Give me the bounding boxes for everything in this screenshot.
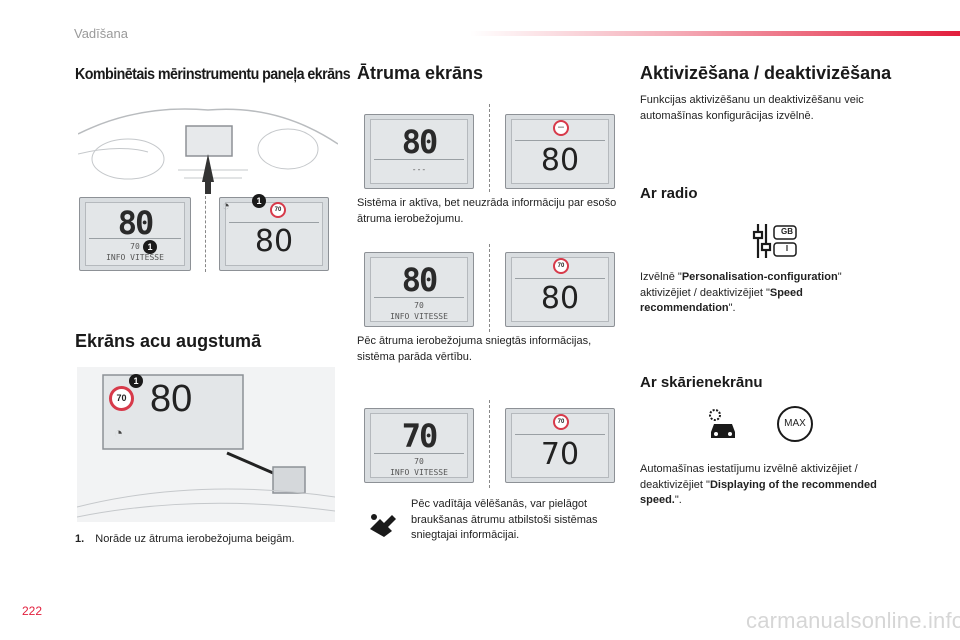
page-number: 222 bbox=[22, 604, 43, 618]
speed-display-3-right: 70 70 bbox=[505, 408, 615, 483]
radio-text-pre: Izvēlnē " bbox=[640, 271, 682, 283]
speed-text-3: Pēc vadītāja vēlēšanās, var pielāgot bra… bbox=[411, 498, 598, 541]
speed-text-1: Sistēma ir aktīva, bet neuzrāda informāc… bbox=[357, 197, 617, 225]
display-info-text: INFO VITESSE bbox=[390, 468, 448, 477]
car-settings-icon bbox=[705, 406, 741, 442]
combi-heading: Kombinētais mērinstrumentu paneļa ekrāns bbox=[75, 66, 351, 83]
activation-text: Funkcijas aktivizēšanu un deaktivizēšanu… bbox=[640, 94, 864, 122]
speed-display-2-right: 70 80 bbox=[505, 252, 615, 327]
display-speed: 70 bbox=[401, 417, 439, 455]
activation-heading: Aktivizēšana / deaktivizēšana bbox=[640, 63, 892, 83]
touch-heading: Ar skārienekrānu bbox=[640, 374, 763, 391]
dashboard-illustration bbox=[77, 104, 339, 194]
speed-limit-sign: 70 bbox=[553, 258, 569, 274]
note-number: 1. bbox=[75, 533, 85, 545]
cluster-display-right: 70 80 bbox=[219, 197, 329, 271]
speed-display-3-left: 70 70 INFO VITESSE bbox=[364, 408, 474, 483]
hud-heading: Ekrāns acu augstumā bbox=[75, 331, 262, 351]
speed-limit-sign: --- bbox=[553, 120, 569, 136]
radio-text: Izvēlnē "Personalisation-configuration" … bbox=[640, 270, 890, 317]
display-info-text: INFO VITESSE bbox=[390, 312, 448, 321]
radio-text-mid: " aktivizējiet / deaktivizējiet " bbox=[640, 271, 842, 299]
touch-text: Automašīnas iestatījumu izvēlnē aktivizē… bbox=[640, 462, 900, 509]
hud-speed-limit-sign: 70 bbox=[109, 386, 134, 411]
hud-note: 1. Norāde uz ātruma ierobežojuma beigām. bbox=[75, 533, 295, 545]
callout-1: 1 bbox=[129, 374, 143, 388]
display-speed: 80 bbox=[401, 261, 439, 299]
settings-sliders-icon bbox=[752, 222, 798, 260]
speed-recommendation-icon: ◔ bbox=[114, 425, 124, 442]
display-speed: 80 bbox=[254, 224, 294, 259]
display-info-text: INFO VITESSE bbox=[106, 253, 164, 262]
radio-heading: Ar radio bbox=[640, 185, 698, 202]
touch-text-pre: Automašīnas iestatījumu izvēlnē aktivizē… bbox=[640, 463, 858, 491]
speed-limit-sign: 70 bbox=[553, 414, 569, 430]
display-limit-small: --- bbox=[411, 165, 427, 174]
touch-option-name: Displaying of the recommended speed. bbox=[640, 478, 877, 507]
speed-limit-sign: 70 bbox=[270, 202, 286, 218]
radio-option-name: Speed recommendation bbox=[640, 286, 803, 315]
callout-1: 1 bbox=[252, 194, 266, 208]
hud-speed: 80 bbox=[150, 378, 193, 420]
hand-adjust-icon bbox=[366, 507, 400, 541]
display-speed: 70 bbox=[540, 437, 580, 472]
watermark: carmanualsonline.info bbox=[746, 608, 960, 633]
i-label: I bbox=[785, 244, 789, 253]
speed-text-2: Pēc ātruma ierobežojuma sniegtās informā… bbox=[357, 335, 592, 363]
display-limit-small: 70 bbox=[414, 301, 424, 310]
header-accent-bar bbox=[470, 31, 960, 36]
callout-1: 1 bbox=[143, 240, 157, 254]
radio-menu-name: Personalisation-configuration bbox=[681, 271, 838, 283]
gb-label: GB bbox=[781, 227, 793, 236]
touch-text-post: ". bbox=[674, 494, 682, 506]
display-speed: 80 bbox=[540, 281, 580, 316]
running-header: Vadīšana bbox=[74, 26, 128, 41]
max-speed-icon: MAX bbox=[777, 406, 813, 442]
speed-display-1-left: 80 --- bbox=[364, 114, 474, 189]
display-limit-small: 70 bbox=[130, 242, 140, 251]
display-speed: 80 bbox=[540, 143, 580, 178]
speed-heading: Ātruma ekrāns bbox=[357, 63, 484, 83]
speed-display-2-left: 80 70 INFO VITESSE bbox=[364, 252, 474, 327]
speed-display-1-right: --- 80 bbox=[505, 114, 615, 189]
cluster-display-left: 80 70 INFO VITESSE bbox=[79, 197, 191, 271]
radio-text-post: ". bbox=[728, 302, 736, 314]
display-limit-small: 70 bbox=[414, 457, 424, 466]
display-speed: 80 bbox=[401, 123, 439, 161]
hud-illustration bbox=[76, 367, 336, 522]
display-speed: 80 bbox=[117, 204, 155, 242]
note-text: Norāde uz ātruma ierobežojuma beigām. bbox=[95, 533, 295, 545]
speed-recommendation-icon: ◔ bbox=[222, 198, 230, 213]
